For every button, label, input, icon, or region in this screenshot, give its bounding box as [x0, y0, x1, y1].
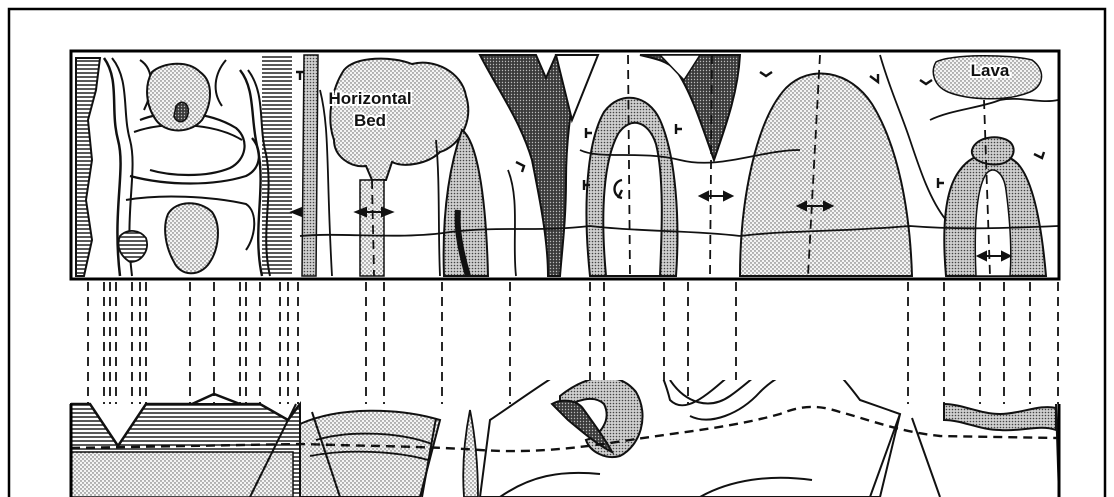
label-bed: Bed — [354, 111, 386, 130]
map-view — [71, 51, 1059, 279]
label-horizontal: Horizontal — [328, 89, 411, 108]
label-lava: Lava — [971, 61, 1010, 80]
